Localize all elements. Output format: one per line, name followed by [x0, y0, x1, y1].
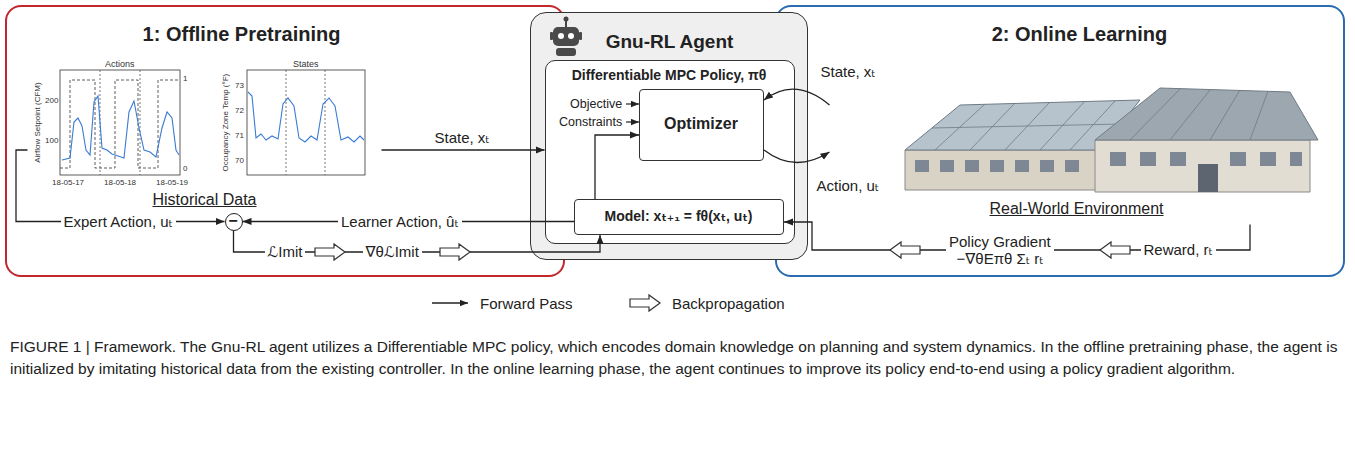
legend-label: Forward Pass: [480, 295, 573, 312]
roof-mullion: [932, 124, 1122, 128]
panel-title: 1: Offline Pretraining: [143, 23, 341, 46]
roof-seam: [1170, 90, 1210, 140]
robot-ear: [579, 32, 582, 40]
robot-eye: [558, 33, 564, 39]
window: [915, 160, 929, 172]
window: [990, 160, 1004, 172]
door: [1198, 164, 1218, 192]
edge-label: Reward, rₜ: [1141, 241, 1216, 259]
backprop-sample: [630, 295, 660, 311]
window: [1290, 152, 1302, 166]
window: [1140, 152, 1156, 166]
loss-label: ℒImit: [265, 243, 306, 261]
optimizer-input: Objective: [570, 97, 622, 111]
edge-label: State, xₜ: [818, 63, 879, 81]
subtract-node: −: [225, 213, 243, 231]
roof-seam: [1250, 91, 1268, 140]
chart-title: States: [293, 59, 319, 69]
input-arrow: [626, 121, 639, 122]
building-wall: [1095, 140, 1310, 192]
robot-body: [556, 48, 576, 56]
robot-ear: [550, 32, 553, 40]
roof-seam: [1210, 90, 1240, 140]
axis-title: Occupancy Zone Temp (°F): [221, 73, 230, 171]
input-arrow: [626, 103, 639, 104]
tick-label: 100: [45, 136, 58, 145]
window: [1110, 152, 1126, 166]
building-wall: [905, 150, 1100, 190]
window: [940, 160, 954, 172]
gradient-label: Policy Gradient: [946, 233, 1054, 251]
robot-head: [553, 27, 579, 46]
robot-eye: [568, 33, 574, 39]
panel-title: 2: Online Learning: [992, 23, 1168, 46]
legend-label: Backpropagation: [672, 295, 785, 312]
tick-label: 1: [183, 74, 187, 83]
figure-caption: FIGURE 1 | Framework. The Gnu-RL agent u…: [10, 336, 1345, 380]
robot-antenna-tip: [564, 17, 569, 22]
process-label: Optimizer: [664, 115, 738, 133]
edge-label: Expert Action, uₜ: [61, 213, 176, 231]
window: [1040, 160, 1054, 172]
region-label: Historical Data: [152, 191, 256, 209]
edge-label: Learner Action, ûₜ: [338, 213, 462, 231]
date-tick: 18-05-17: [52, 178, 84, 187]
agent-title: Gnu-RL Agent: [606, 31, 734, 53]
tick-label: 73: [235, 81, 244, 90]
operator-symbol: −: [228, 213, 237, 229]
window: [1065, 160, 1079, 172]
tick-label: 70: [235, 156, 244, 165]
policy-title: Differentiable MPC Policy, πθ: [572, 67, 767, 83]
window: [1230, 152, 1246, 166]
window: [965, 160, 979, 172]
date-tick: 18-05-19: [156, 178, 188, 187]
historical-data-region: Historical Data: [28, 58, 382, 218]
tick-label: 200: [45, 96, 58, 105]
edge-label: Action, uₜ: [814, 177, 883, 195]
tick-label: 71: [235, 131, 244, 140]
window: [1170, 152, 1186, 166]
forward-sample: [432, 302, 468, 303]
connector-arrow: [382, 149, 545, 150]
legend-samples: [432, 295, 660, 311]
model-box: Model: xₜ₊₁ = fθ(xₜ, uₜ): [574, 199, 784, 235]
model-equation: Model: xₜ₊₁ = fθ(xₜ, uₜ): [605, 208, 753, 224]
tick-label: 0: [183, 164, 187, 173]
date-tick: 18-05-18: [104, 178, 136, 187]
chart-title: Actions: [105, 59, 135, 69]
edge-label: State, xₜ: [432, 129, 493, 147]
tick-label: 72: [235, 106, 244, 115]
window: [1260, 152, 1276, 166]
gradient-label: ∇θℒImit: [363, 243, 422, 261]
gradient-formula: −∇θEπθ Σₜ rₜ: [954, 250, 1047, 268]
optimizer-input: Constraints: [559, 115, 622, 129]
region-label: Real-World Environment: [990, 200, 1164, 218]
process-box: Optimizer: [639, 89, 764, 161]
policy-box: OptimizerModel: xₜ₊₁ = fθ(xₜ, uₜ) Differe…: [545, 60, 795, 244]
axis-title: Airflow Setpoint (CFM): [33, 82, 42, 162]
window: [1015, 160, 1029, 172]
